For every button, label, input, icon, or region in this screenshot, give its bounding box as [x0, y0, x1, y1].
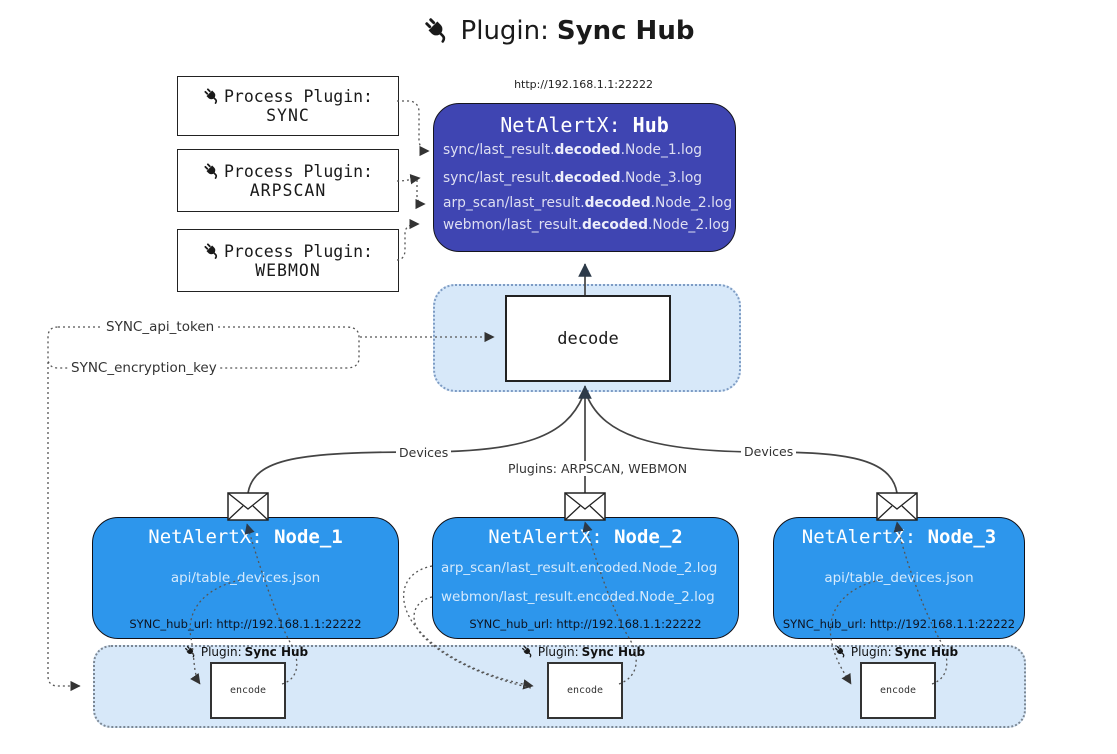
node-hub-url: SYNC_hub_url: http://192.168.1.1:22222 — [469, 617, 702, 631]
node-title-prefix: NetAlertX: — [488, 526, 615, 548]
hub-log-line: webmon/last_result.decoded.Node_2.log — [443, 217, 730, 233]
node-title-name: Node_2 — [614, 526, 683, 548]
node2-box: NetAlertX: Node_2 arp_scan/last_result.e… — [432, 517, 739, 639]
plug-icon — [834, 645, 848, 659]
plug-icon — [184, 645, 198, 659]
node-file-line: arp_scan/last_result.encoded.Node_2.log — [441, 560, 718, 576]
devices-right-label: Devices — [741, 444, 797, 459]
device-sync-curves — [247, 395, 898, 494]
node3-box: NetAlertX: Node_3 api/table_devices.json… — [773, 517, 1025, 639]
hub-title: NetAlertX: Hub — [434, 113, 735, 137]
plugins-mid-label: Plugins: ARPSCAN, WEBMON — [505, 461, 691, 476]
node-title-prefix: NetAlertX: — [148, 526, 275, 548]
plug-icon — [521, 645, 535, 659]
plug-icon — [203, 162, 222, 181]
page-title-prefix: Plugin: — [460, 16, 549, 46]
page-title: Plugin: Sync Hub — [0, 16, 1117, 46]
encoder-plugin-label: Plugin: Sync Hub — [816, 645, 976, 659]
encoder-plugin-label: Plugin: Sync Hub — [166, 645, 326, 659]
node-hub-url: SYNC_hub_url: http://192.168.1.1:22222 — [129, 617, 362, 631]
encode-box: encode — [547, 662, 623, 719]
envelope-icon — [876, 492, 918, 521]
encode-box: encode — [860, 662, 936, 719]
node-title-name: Node_3 — [927, 526, 997, 548]
process-plugin-name: SYNC — [266, 106, 310, 125]
sync-api-token-label: SYNC_api_token — [103, 319, 218, 335]
process-plugin-label: Process Plugin: — [223, 87, 373, 106]
process-plugin-box-sync: Process Plugin: SYNC — [177, 76, 399, 136]
encoder-plugin-label: Plugin: Sync Hub — [503, 645, 663, 659]
hub-log-line: sync/last_result.decoded.Node_3.log — [443, 170, 703, 186]
process-plugin-box-webmon: Process Plugin: WEBMON — [177, 229, 399, 292]
hub-log-line: arp_scan/last_result.decoded.Node_2.log — [443, 195, 733, 211]
hub-title-prefix: NetAlertX: — [500, 113, 633, 137]
process-plugin-box-arpscan: Process Plugin: ARPSCAN — [177, 149, 399, 212]
node-file-line: api/table_devices.json — [824, 570, 974, 586]
hub-url-label: http://192.168.1.1:22222 — [514, 78, 653, 91]
plug-icon — [203, 242, 222, 261]
sync-encryption-key-label: SYNC_encryption_key — [68, 360, 220, 376]
hub-title-name: Hub — [632, 113, 669, 137]
plug-icon — [203, 87, 222, 106]
process-plugin-name: WEBMON — [255, 260, 321, 280]
envelope-icon — [227, 492, 269, 521]
envelope-icons — [227, 492, 918, 521]
process-plugin-label: Process Plugin: — [223, 241, 373, 261]
page-title-name: Sync Hub — [556, 16, 695, 46]
envelope-icon — [564, 492, 606, 521]
node-title-prefix: NetAlertX: — [801, 526, 928, 548]
node-file-line: webmon/last_result.encoded.Node_2.log — [441, 589, 715, 605]
node1-box: NetAlertX: Node_1 api/table_devices.json… — [92, 517, 399, 639]
plug-icon — [423, 16, 453, 46]
encode-box: encode — [210, 662, 286, 719]
decode-box: decode — [505, 295, 671, 382]
hub-log-line: sync/last_result.decoded.Node_1.log — [443, 142, 703, 158]
devices-left-label: Devices — [396, 445, 452, 460]
node-title-name: Node_1 — [274, 526, 343, 548]
node-file-line: api/table_devices.json — [170, 570, 321, 586]
process-plugin-label: Process Plugin: — [223, 161, 373, 181]
hub-box: NetAlertX: Hub sync/last_result.decoded.… — [433, 103, 736, 252]
process-plugin-name: ARPSCAN — [249, 180, 327, 200]
plugin-to-hub-wires — [396, 100, 430, 261]
node-hub-url: SYNC_hub_url: http://192.168.1.1:22222 — [782, 617, 1016, 631]
